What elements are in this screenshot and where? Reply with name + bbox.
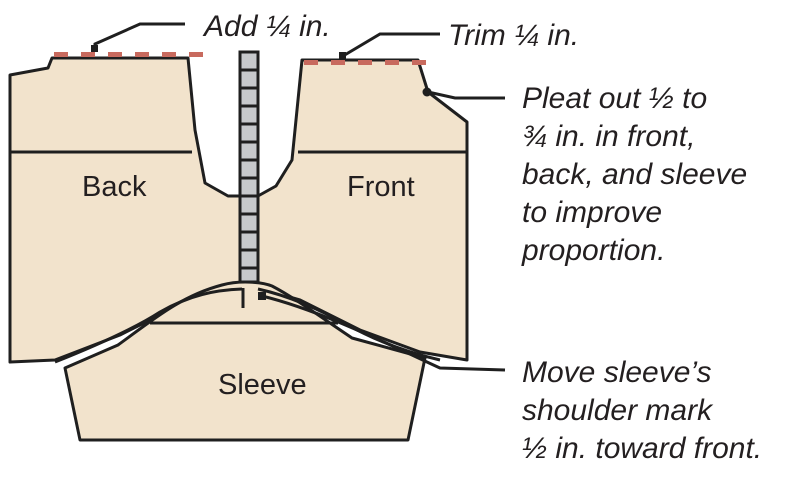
trim-dashed-line [304, 60, 426, 65]
red-dash-mark [304, 60, 318, 65]
back-label: Back [82, 171, 147, 203]
red-dash-mark [54, 52, 68, 57]
red-dash-mark [331, 60, 345, 65]
ladder-tape-icon [238, 50, 260, 284]
red-dash-mark [189, 52, 203, 57]
trim-note: Trim ¼ in. [448, 19, 579, 52]
front-label: Front [347, 171, 415, 203]
trim-leader-dot [339, 52, 346, 59]
add-note: Add ¼ in. [202, 10, 331, 43]
pleat-note-line-1: Pleat out ½ to [522, 82, 707, 115]
pleat-leader-line [427, 90, 505, 100]
back-armhole-curve [54, 287, 243, 364]
red-dash-mark [135, 52, 149, 57]
add-dashed-line [54, 52, 203, 57]
move-leader-line [261, 294, 506, 372]
red-dash-mark [162, 52, 176, 57]
pleat-note-line-3: back, and sleeve [522, 158, 747, 191]
add-leader-dot [91, 45, 98, 52]
red-dash-mark [358, 60, 372, 65]
sleeve-label: Sleeve [218, 369, 307, 401]
red-dash-mark [81, 52, 95, 57]
pleat-note-line-2: ¾ in. in front, [522, 120, 695, 153]
red-dash-mark [385, 60, 399, 65]
add-leader-line [93, 22, 185, 52]
trim-leader-line [342, 32, 440, 58]
back-piece [8, 56, 242, 364]
pleat-note-line-4: to improve [522, 196, 662, 229]
pleat-leader-dot [422, 87, 432, 97]
move-note-line-1: Move sleeve’s [522, 356, 712, 389]
move-note-line-3: ½ in. toward front. [522, 432, 762, 465]
move-leader-dot [258, 292, 266, 300]
move-note-line-2: shoulder mark [522, 394, 714, 427]
pleat-note-line-5: proportion. [521, 234, 665, 267]
red-dash-mark [412, 60, 426, 65]
red-dash-mark [108, 52, 122, 57]
